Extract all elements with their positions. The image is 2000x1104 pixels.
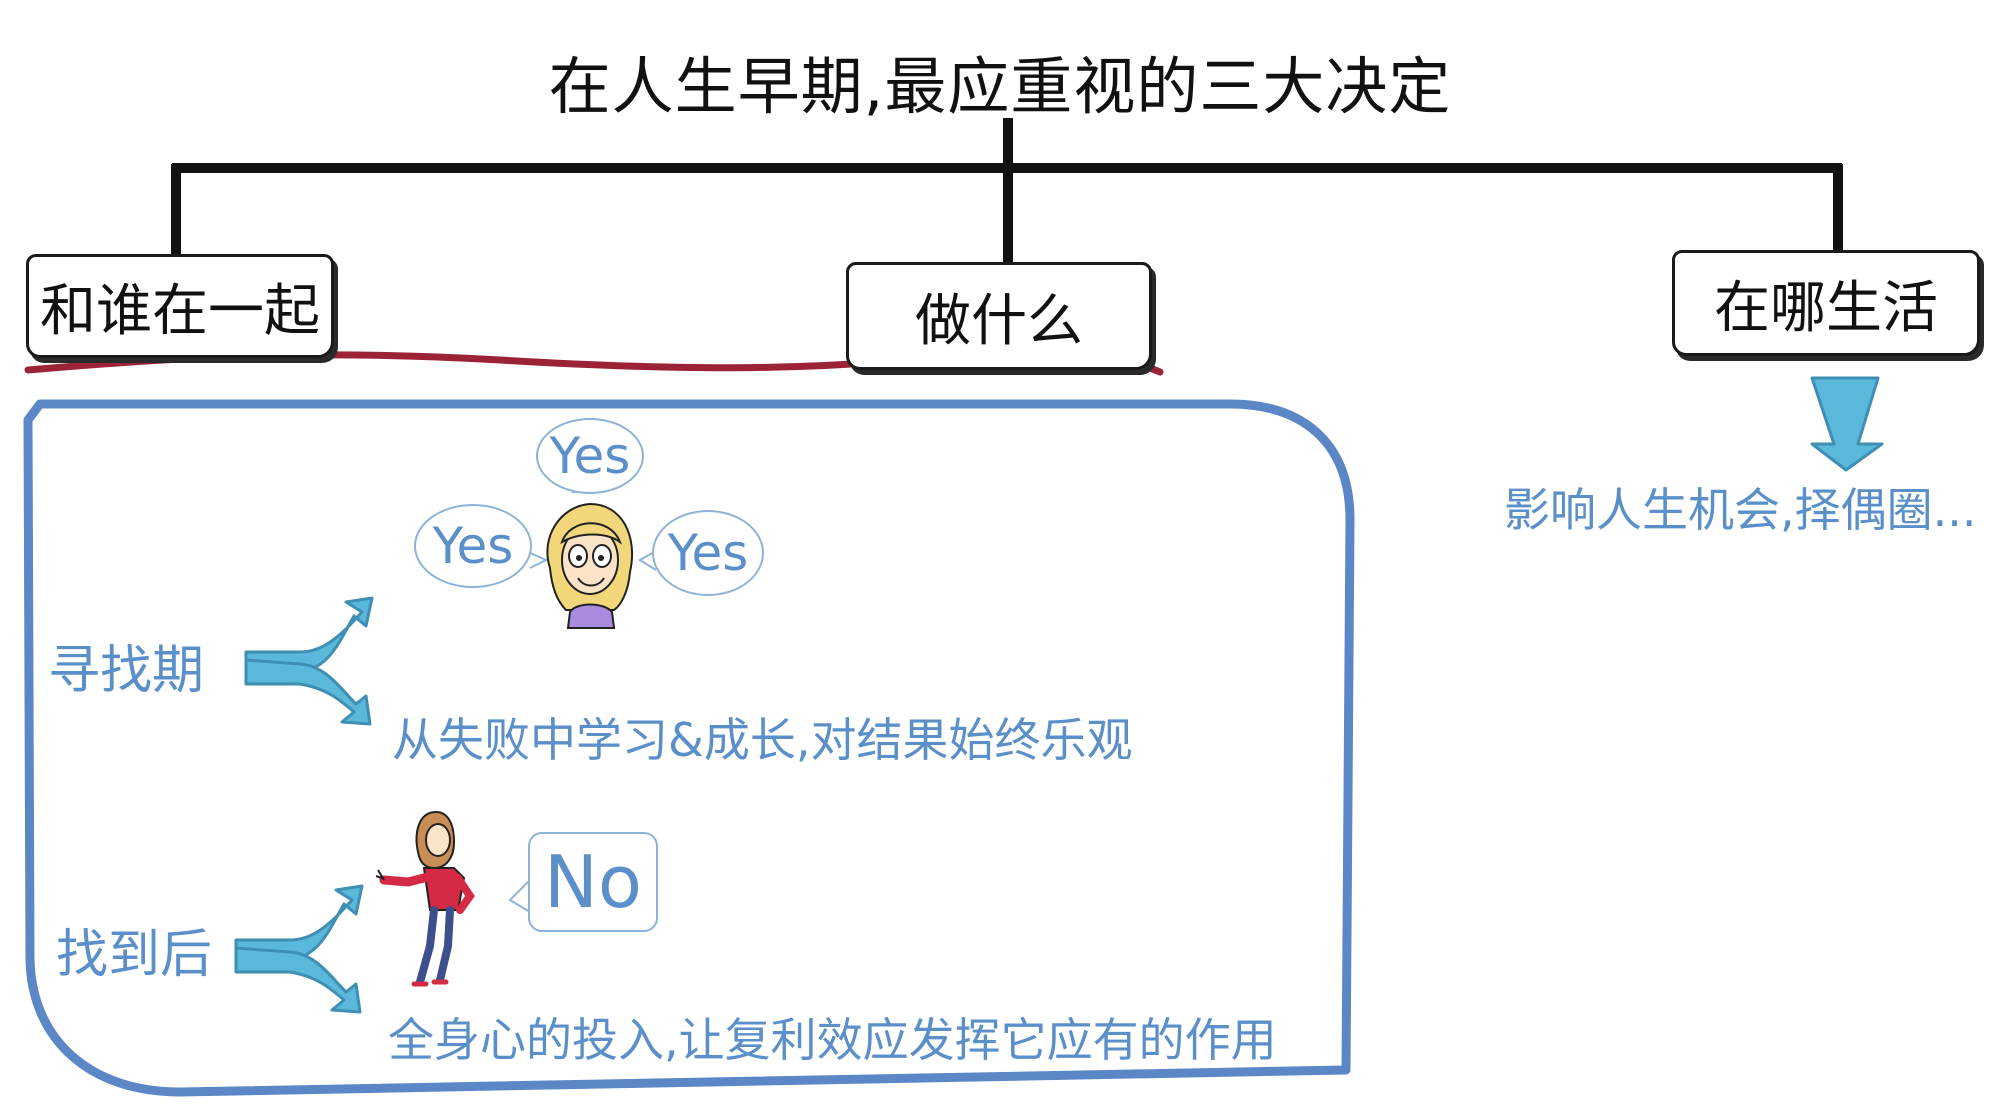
found-phase-label: 找到后 <box>56 925 213 985</box>
branch-label: 和谁在一起 <box>40 278 320 344</box>
branch-label: 做什么 <box>915 288 1083 354</box>
found-phase-text: 全身心的投入,让复利效应发挥它应有的作用 <box>388 1013 1277 1067</box>
bubble-text: No <box>544 840 642 924</box>
diagram-title: 在人生早期,最应重视的三大决定 <box>548 50 1452 123</box>
yes-bubble-top: Yes <box>536 418 644 494</box>
blonde-woman-icon <box>546 502 634 629</box>
search-phase-text: 从失败中学习&成长,对结果始终乐观 <box>392 713 1133 767</box>
branch-box-where: 在哪生活 <box>1672 250 1980 356</box>
yes-bubble-left: Yes <box>414 504 532 588</box>
fork-arrow-icon-1 <box>244 596 374 726</box>
down-arrow-icon <box>1810 376 1884 472</box>
search-phase-label: 寻找期 <box>48 641 205 701</box>
bubble-text: Yes <box>432 517 514 575</box>
no-bubble: No <box>528 832 658 932</box>
branch-box-who: 和谁在一起 <box>26 254 334 358</box>
bubble-text: Yes <box>549 427 631 485</box>
fork-arrow-icon-2 <box>234 884 364 1014</box>
bubble-text: Yes <box>667 524 749 582</box>
bubble-tail <box>508 879 531 913</box>
branch-box-what: 做什么 <box>846 262 1152 370</box>
woman-saying-no-icon <box>375 810 475 987</box>
panel-border <box>23 399 1355 1097</box>
bubble-tail <box>527 551 549 569</box>
right-note: 影响人生机会,择偶圈... <box>1504 483 1977 537</box>
yes-bubble-right: Yes <box>652 510 764 596</box>
branch-label: 在哪生活 <box>1714 275 1938 341</box>
